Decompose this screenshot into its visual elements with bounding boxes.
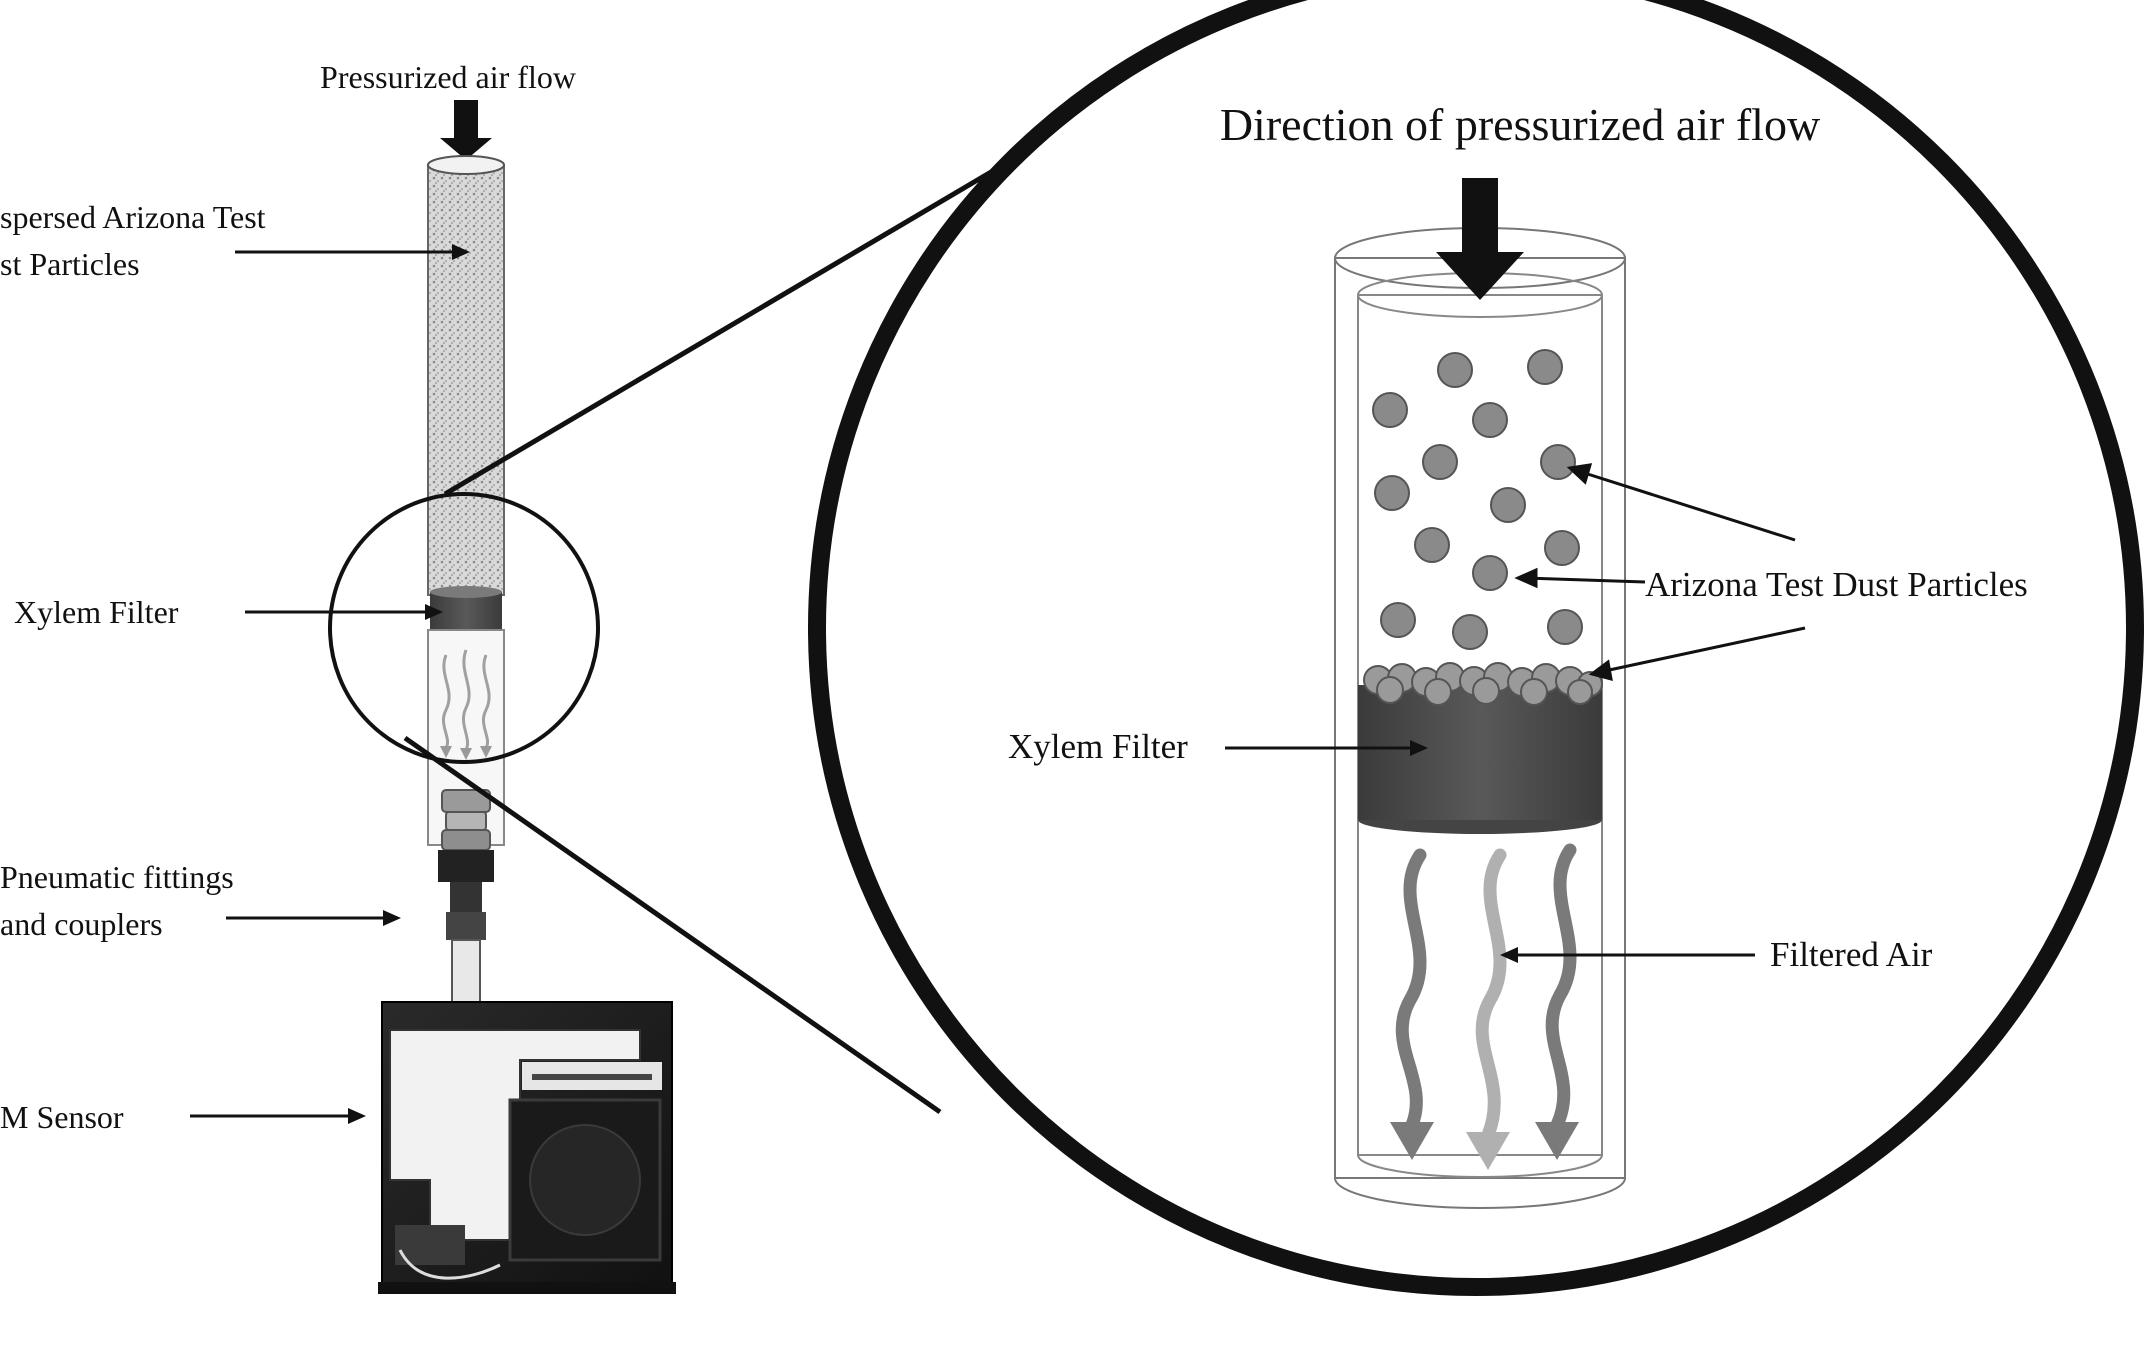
apparatus: Pressurized air flow	[320, 59, 1010, 1294]
zoom-connector-top	[443, 159, 1010, 497]
xylem-filter-large	[1358, 662, 1603, 834]
direction-title: Direction of pressurized air flow	[1220, 99, 1821, 150]
arrow-right-icon	[235, 244, 470, 260]
xylem-filter-left-label: Xylem Filter	[14, 594, 179, 630]
xylem-filter-small	[430, 586, 502, 630]
dispersed-particles-label-line1: spersed Arizona Test	[0, 199, 266, 235]
pneumatic-fittings-label-line1: Pneumatic fittings	[0, 859, 234, 895]
pm-sensor-device	[378, 1001, 676, 1294]
air-direction-arrow-icon	[1436, 178, 1524, 300]
filtered-air-label: Filtered Air	[1770, 935, 1933, 974]
xylem-filter-right-label: Xylem Filter	[1008, 727, 1188, 766]
arrow-right-icon	[1225, 740, 1428, 756]
filtered-air-arrows	[1390, 843, 1579, 1170]
air-inlet-arrow-icon	[440, 100, 492, 160]
pressurized-air-flow-label: Pressurized air flow	[320, 59, 576, 95]
pointer-lines	[1514, 463, 1806, 682]
dust-particles	[1372, 349, 1583, 650]
pneumatic-fittings-label-line2: and couplers	[0, 906, 163, 942]
zoomed-view: Direction of pressurized air flow	[808, 0, 2144, 1296]
arrow-right-icon	[190, 1108, 366, 1124]
left-annotations: spersed Arizona Test st Particles Xylem …	[0, 199, 470, 1135]
arizona-dust-label: Arizona Test Dust Particles	[1645, 565, 2028, 604]
magnify-circle-small	[328, 492, 600, 764]
dispersed-particles-label-line2: st Particles	[0, 246, 140, 282]
arrow-right-icon	[226, 910, 401, 926]
pneumatic-fittings	[438, 789, 494, 1025]
pm-sensor-label: M Sensor	[0, 1099, 124, 1135]
dust-tube	[427, 155, 505, 596]
clear-tube-lower	[427, 629, 505, 846]
arrow-right-icon	[245, 604, 443, 620]
zoom-connector-bottom	[403, 735, 942, 1115]
arrow-left-icon	[1500, 947, 1755, 963]
